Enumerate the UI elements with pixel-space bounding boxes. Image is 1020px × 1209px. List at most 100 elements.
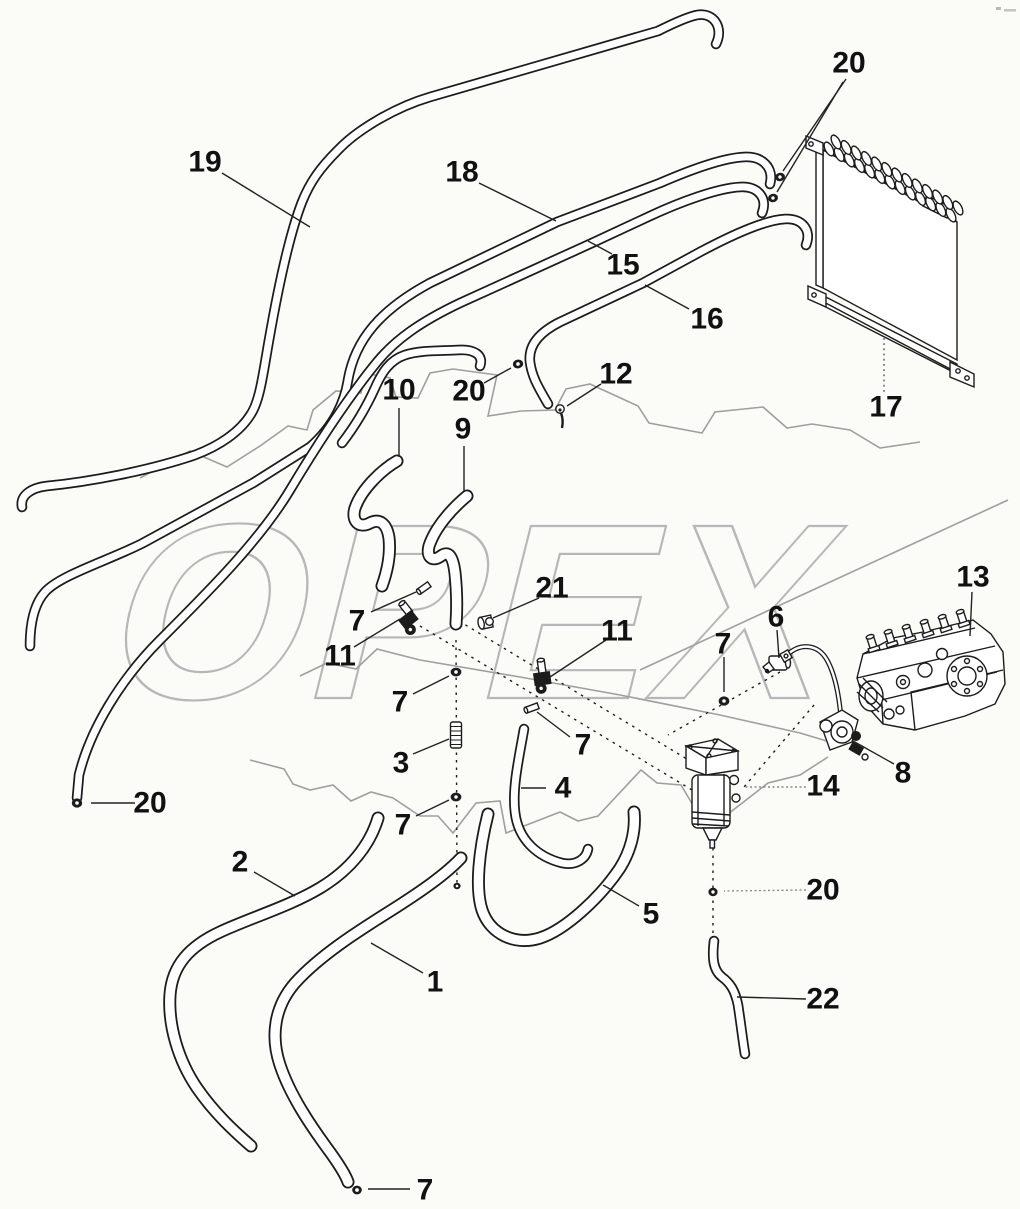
- cooler-foot-bottom-left: [807, 284, 827, 309]
- grommet-20-mid: [512, 359, 524, 369]
- part-label-6-12: 6: [768, 601, 785, 634]
- nut-7-pump: [718, 696, 730, 706]
- callout-leader-16-3: [644, 284, 690, 310]
- diagram-linework: [950, 665, 958, 673]
- diagram-linework: [957, 619, 971, 629]
- part-label-7-30: 7: [417, 1174, 434, 1207]
- part-label-2-23: 2: [232, 846, 249, 879]
- diagram-linework: [919, 618, 929, 625]
- diagram-linework: [559, 412, 564, 429]
- cooler-coil-loop: [942, 194, 954, 211]
- watermark: OPEX: [84, 470, 875, 752]
- diagram-linework: [851, 731, 861, 741]
- part-label-18-1: 18: [445, 156, 478, 189]
- diagram-linework: [976, 665, 984, 673]
- diagram-linework: [75, 801, 79, 805]
- callout-leader-5-25: [602, 884, 640, 907]
- chassis-lower-sawtooth: [249, 756, 829, 835]
- chassis-mid-line: [299, 648, 831, 743]
- part-label-7-20: 7: [395, 809, 412, 842]
- cooler-coil-loop: [850, 145, 862, 161]
- callout-leader-13-11: [969, 591, 973, 637]
- diagram-linework: [939, 624, 953, 634]
- hose-layer: [16, 9, 845, 1189]
- diagram-linework: [957, 666, 977, 686]
- diagram-linework: [398, 609, 419, 630]
- diagram-linework: [921, 629, 935, 639]
- diagram-linework: [455, 884, 459, 888]
- diagram-linework: [899, 678, 907, 686]
- diagram-linework: [901, 623, 917, 644]
- part-label-16-3: 16: [690, 303, 723, 336]
- diagram-linework: [484, 616, 494, 626]
- diagram-linework: [883, 708, 895, 720]
- cooler-coil-loop: [871, 156, 883, 172]
- cooler-coil-loop: [860, 150, 873, 167]
- diagram-linework: [398, 599, 406, 607]
- diagram-linework: [536, 657, 545, 663]
- elbow-11-left: [398, 599, 419, 636]
- cooler-bolt-1: [808, 141, 814, 147]
- filter-head-side: [705, 750, 739, 776]
- cooler-coil-loop: [932, 189, 944, 205]
- cooler-bottom-strip-line: [819, 299, 955, 372]
- part-label-10-6: 10: [382, 374, 415, 407]
- watermark-text: OPEX: [85, 471, 873, 751]
- callout-leader-19-0: [221, 172, 311, 228]
- hose-19-path-core: [18, 11, 723, 511]
- diagram-linework: [861, 753, 869, 761]
- axis-diagonal-d: [743, 704, 815, 788]
- hose-1-path-core: [270, 853, 466, 1187]
- callout-leader-22-29: [736, 996, 807, 1000]
- diagram-linework: [883, 628, 893, 635]
- diagram-linework: [477, 616, 486, 630]
- part-label-7-13: 7: [715, 628, 732, 661]
- injection-pump-illustration: [856, 608, 1006, 731]
- pump-seams: [856, 627, 1004, 731]
- axis-diagonal-c: [667, 671, 781, 736]
- diagram-linework: [950, 680, 958, 688]
- diagram-linework: [523, 706, 529, 714]
- diagram-linework: [976, 680, 984, 688]
- part-label-21-10: 21: [535, 572, 568, 605]
- diagram-linework: [712, 738, 718, 744]
- cooler-coil-loop: [840, 139, 852, 156]
- diagram-linework: [558, 408, 562, 412]
- part-label-4-21: 4: [555, 772, 572, 805]
- diagram-linework: [408, 627, 413, 632]
- cooler-coil-loop: [921, 183, 934, 200]
- fitting-7-stub-mid: [523, 702, 541, 714]
- diagram-linework: [867, 644, 881, 654]
- diagram-linework: [865, 633, 881, 654]
- part-label-7-14: 7: [349, 605, 366, 638]
- governor-illustration: [819, 709, 869, 761]
- part-label-11-15: 11: [324, 640, 356, 673]
- cooler-bolt-2: [811, 292, 817, 298]
- part-label-11-16: 11: [601, 615, 633, 648]
- diagram-linework: [355, 1188, 359, 1192]
- callout-leader-21-10: [492, 597, 540, 619]
- grommet-7-b: [450, 792, 462, 802]
- diagram-linework: [996, 7, 1001, 10]
- hose-22-path-core: [709, 937, 749, 1058]
- banjo-8-end: [778, 648, 794, 664]
- diagram-linework: [848, 741, 865, 756]
- diagram-linework: [883, 628, 899, 649]
- hose-18-path-core: [26, 153, 775, 650]
- grommet-20-top-b: [768, 193, 778, 203]
- diagram-linework: [919, 618, 935, 639]
- part-label-20-7: 20: [452, 375, 485, 408]
- axis-diagonal-b: [458, 620, 706, 771]
- part-label-3-19: 3: [393, 747, 410, 780]
- grommet-20-filter: [708, 887, 718, 897]
- diagram-linework: [963, 657, 971, 665]
- part-label-20-28: 20: [806, 874, 839, 907]
- diagram-linework: [830, 720, 854, 744]
- callout-leader-6-12: [776, 629, 780, 659]
- cooler-coil-loop: [891, 167, 903, 183]
- hose-1-path: [268, 851, 468, 1189]
- part-label-7-17: 7: [575, 729, 592, 762]
